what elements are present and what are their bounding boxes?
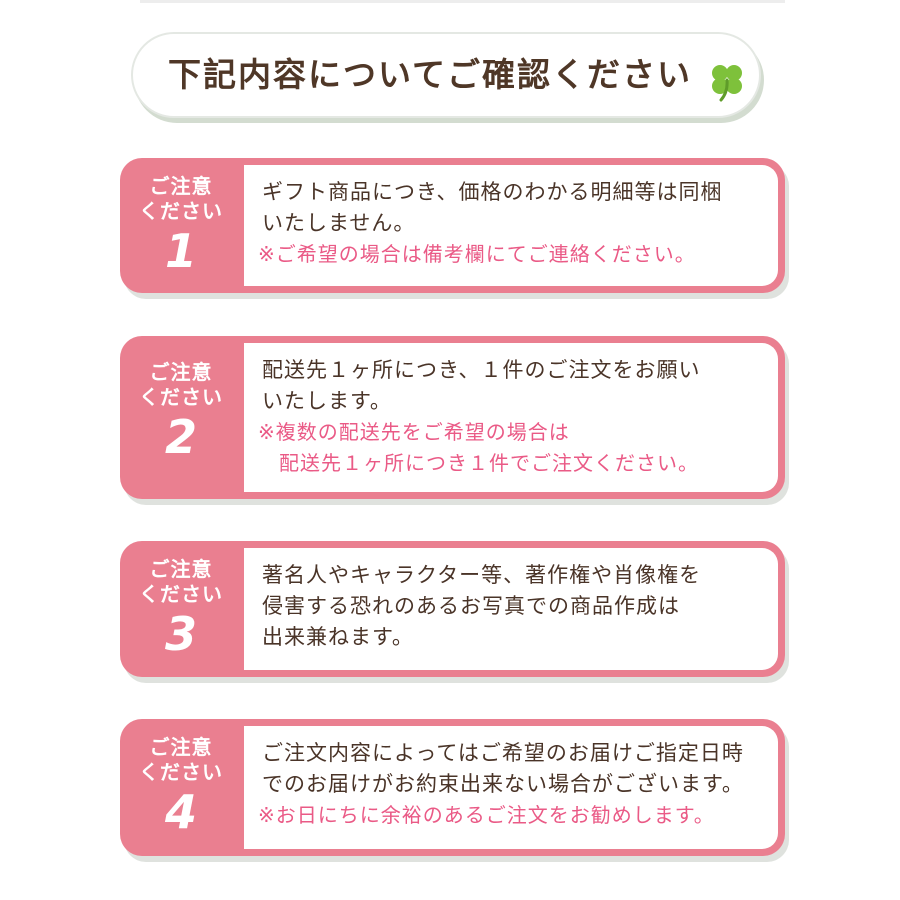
notice-text: ギフト商品につき、価格のわかる明細等は同梱 いたしません。 [262, 180, 723, 235]
notice-note: ※複数の配送先をご希望の場合は 配送先１ヶ所につき１件でご注文ください。 [258, 420, 699, 475]
notice-body-3: 著名人やキャラクター等、著作権や肖像権を 侵害する恐れのあるお写真での商品作成は… [244, 548, 778, 670]
notice-badge-4: ご注意 ください 4 [120, 719, 242, 856]
badge-label: ご注意 ください [139, 735, 223, 784]
badge-number: 2 [164, 410, 197, 464]
header-banner [131, 32, 761, 118]
notice-badge-3: ご注意 ください 3 [120, 541, 242, 677]
badge-label: ご注意 ください [139, 360, 223, 409]
notice-badge-1: ご注意 ください 1 [120, 158, 242, 293]
notice-card-4: ご注意 ください 4 ご注文内容によってはご希望のお届けご指定日時 でのお届けが… [120, 719, 785, 856]
notice-badge-2: ご注意 ください 2 [120, 336, 242, 499]
badge-label: ご注意 ください [139, 557, 223, 606]
notice-card-2: ご注意 ください 2 配送先１ヶ所につき、１件のご注文をお願い いたします。 ※… [120, 336, 785, 499]
badge-number: 4 [164, 785, 197, 839]
notice-body-4: ご注文内容によってはご希望のお届けご指定日時 でのお届けがお約束出来ない場合がご… [244, 726, 778, 849]
notice-body-1: ギフト商品につき、価格のわかる明細等は同梱 いたしません。 ※ご希望の場合は備考… [244, 165, 778, 286]
notice-card-3: ご注意 ください 3 著名人やキャラクター等、著作権や肖像権を 侵害する恐れのあ… [120, 541, 785, 677]
badge-number: 3 [164, 607, 197, 661]
notice-body-2: 配送先１ヶ所につき、１件のご注文をお願い いたします。 ※複数の配送先をご希望の… [244, 343, 778, 492]
notice-text: ご注文内容によってはご希望のお届けご指定日時 でのお届けがお約束出来ない場合がご… [262, 741, 744, 796]
notice-card-1: ご注意 ください 1 ギフト商品につき、価格のわかる明細等は同梱 いたしません。… [120, 158, 785, 293]
notice-note: ※ご希望の場合は備考欄にてご連絡ください。 [258, 242, 696, 266]
badge-number: 1 [164, 224, 197, 278]
badge-label: ご注意 ください [139, 174, 223, 223]
notice-note: ※お日にちに余裕のあるご注文をお勧めします。 [258, 803, 715, 827]
notice-text: 配送先１ヶ所につき、１件のご注文をお願い いたします。 [262, 358, 701, 413]
clover-icon [712, 65, 742, 102]
notice-text: 著名人やキャラクター等、著作権や肖像権を 侵害する恐れのあるお写真での商品作成は… [262, 563, 702, 649]
page-title: 下記内容についてご確認ください [168, 55, 693, 94]
top-divider [140, 0, 785, 3]
